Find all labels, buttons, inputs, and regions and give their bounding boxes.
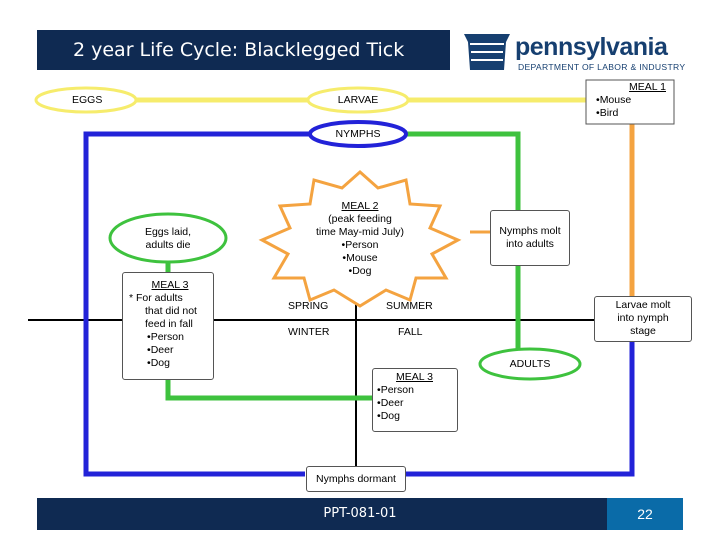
eggs-laid-oval [108,212,228,264]
meal1-host: Bird [596,107,672,120]
meal1-title: MEAL 1 [629,81,666,93]
meal3-left-host: Deer [147,344,211,357]
meal2-line: time May-mid July) [315,226,405,238]
page-number: 22 [607,498,683,530]
season-winter: WINTER [288,326,330,338]
meal2-host: Person [300,239,420,252]
meal3-left-line: that did not [145,305,197,317]
eggs-laid-line: Eggs laid, [144,226,192,238]
blue-cycle-line-right [406,310,635,477]
meal1-host: Mouse [596,94,672,107]
meal3-left-box: MEAL 3 * For adults that did not feed in… [122,272,214,380]
meal2-host: Mouse [300,252,420,265]
meal3-left-host: Person [147,331,211,344]
slide-title: 2 year Life Cycle: Blacklegged Tick [37,30,450,70]
meal3-left-line: feed in fall [145,318,193,330]
larvae-molt-box: Larvae molt into nymph stage [594,296,692,342]
nymphs-molt-line: Nymphs molt [499,225,561,237]
footer-bar [37,498,683,530]
nymphs-label: NYMPHS [335,128,381,140]
meal2-text: MEAL 2 (peak feeding time May-mid July) … [300,200,420,278]
blue-cycle-line [83,131,340,477]
green-cycle-line [378,131,521,364]
meal2-host: Dog [300,265,420,278]
meal3-bottom-host: Person [377,384,455,397]
larvae-molt-line: Larvae molt [615,299,671,311]
nymphs-molt-box: Nymphs molt into adults [490,210,570,266]
logo-subtitle: DEPARTMENT OF LABOR & INDUSTRY [518,62,686,72]
meal3-bottom-title: MEAL 3 [396,371,433,383]
meal3-left-host: Dog [147,357,211,370]
meal3-bottom-box: MEAL 3 Person Deer Dog [372,368,458,432]
season-fall: FALL [398,326,423,338]
adults-label: ADULTS [509,358,551,370]
larvae-label: LARVAE [337,94,379,106]
nymphs-molt-line: into adults [506,238,554,250]
meal2-line: (peak feeding [328,213,392,225]
nymphs-oval [308,120,408,148]
larvae-molt-line: into nymph [617,312,669,324]
meal3-left-title: MEAL 3 [151,279,189,291]
larvae-oval [306,86,410,114]
meal1-text: MEAL 1 Mouse Bird [592,81,672,120]
eggs-oval [34,86,138,114]
eggs-laid-text: Eggs laid, adults die [128,226,208,252]
footer-code: PPT-081-01 [323,506,397,521]
meal3-bottom-host: Deer [377,397,455,410]
season-spring: SPRING [288,300,329,312]
nymphs-dormant-label: Nymphs dormant [316,473,396,485]
meal2-title: MEAL 2 [341,200,379,212]
nymphs-dormant-box: Nymphs dormant [306,466,406,492]
season-summer: SUMMER [386,300,433,312]
keystone-logo-icon [464,34,510,70]
adults-oval [478,347,582,381]
meal3-left-line: * For adults [129,292,183,304]
eggs-laid-line: adults die [145,239,191,251]
eggs-label: EGGS [72,94,103,106]
meal3-bottom-host: Dog [377,410,455,423]
logo-wordmark: pennsylvania [515,33,668,61]
larvae-molt-line: stage [630,325,656,337]
